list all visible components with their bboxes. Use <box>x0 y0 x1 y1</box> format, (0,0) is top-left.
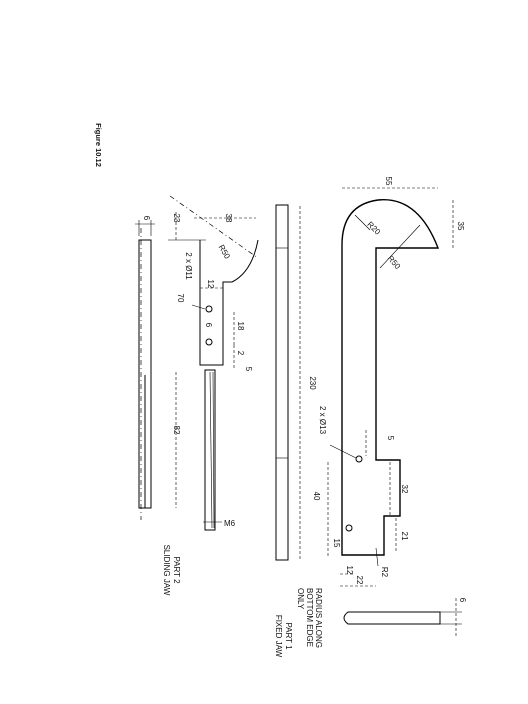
part1-note-line3: ONLY <box>296 588 305 610</box>
middle-overall-length-label: 230 <box>308 376 317 390</box>
part1-top-width-label: 55 <box>384 177 393 186</box>
part1-top-height-label: 35 <box>456 222 465 231</box>
part1-length-15-label: 15 <box>332 539 341 548</box>
part2-spacing-c-label: 5 <box>244 367 253 372</box>
part2-width-label: 38 <box>224 214 233 223</box>
part1-width-22-label: 22 <box>355 576 364 585</box>
part1-length-32-label: 32 <box>400 485 409 494</box>
part1-radius-2-label: R2 <box>380 567 389 578</box>
part1-width-12-label: 12 <box>345 566 354 575</box>
part2-holes-label: 2 x Ø11 <box>184 252 193 280</box>
part1-holes-label: 2 x Ø13 <box>318 406 327 435</box>
part1-step-label: 5 <box>386 436 395 441</box>
part1-title-line1: PART 1 <box>284 622 293 650</box>
part2-hole-offset-label: 12 <box>206 280 215 289</box>
part2-side-view <box>135 220 155 520</box>
part1-radius-50-label: R50 <box>386 254 403 271</box>
part1-length-21-label: 21 <box>400 532 409 541</box>
part2-thread-label: M6 <box>224 519 236 528</box>
part2-thickness-label: 6 <box>142 216 151 221</box>
part1-bottom-view <box>343 598 462 638</box>
part2-shank-length-label: 82 <box>172 426 181 435</box>
part2-front-view <box>168 195 259 531</box>
part1-radius-20-label: R20 <box>365 220 382 237</box>
part2-spacing-b-label: 2 <box>236 351 245 356</box>
part2-radius-label: R50 <box>217 243 232 261</box>
part2-title-line1: PART 2 <box>172 556 181 584</box>
part1-note-line2: BOTTOM EDGE <box>305 588 314 647</box>
part1-title-line2: FIXED JAW <box>274 615 283 658</box>
figure-caption: Figure 10.12 <box>94 123 103 167</box>
part2-top-offset-label: 23 <box>172 214 181 223</box>
part1-length-40-label: 40 <box>312 492 321 501</box>
middle-bar-view <box>275 204 301 561</box>
part1-front-view <box>327 187 454 587</box>
part2-angle-label: 70 <box>176 294 185 303</box>
part2-hole-spacing-label: 6 <box>204 323 213 328</box>
part1-thickness-label: 6 <box>458 598 467 603</box>
part1-note-line1: RADIUS ALONG <box>314 588 323 648</box>
part2-title-line2: SLIDING JAW <box>162 545 171 596</box>
part2-spacing-a-label: 18 <box>236 322 245 331</box>
